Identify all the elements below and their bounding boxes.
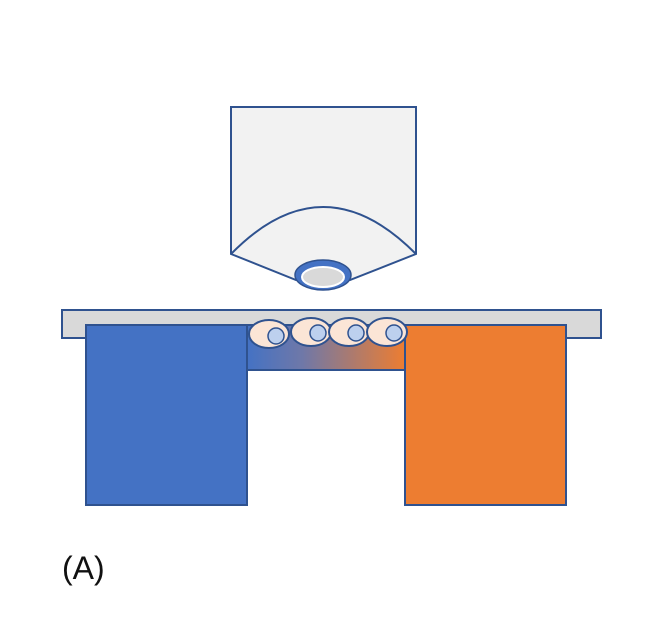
cell [248, 319, 290, 349]
objective-lens-inner [301, 266, 345, 288]
cell-nucleus [309, 324, 327, 342]
objective-arc [230, 206, 417, 255]
cell-nucleus [385, 324, 403, 342]
left-reservoir-block [85, 324, 248, 506]
cell [290, 317, 332, 347]
microscope-objective [230, 106, 417, 291]
cells-group [248, 317, 408, 349]
cell-nucleus [267, 327, 285, 345]
objective-body [230, 106, 417, 281]
right-reservoir-block [404, 324, 567, 506]
cell-nucleus [347, 324, 365, 342]
panel-label: (A) [62, 550, 105, 586]
cell [328, 317, 370, 347]
cell [366, 317, 408, 347]
